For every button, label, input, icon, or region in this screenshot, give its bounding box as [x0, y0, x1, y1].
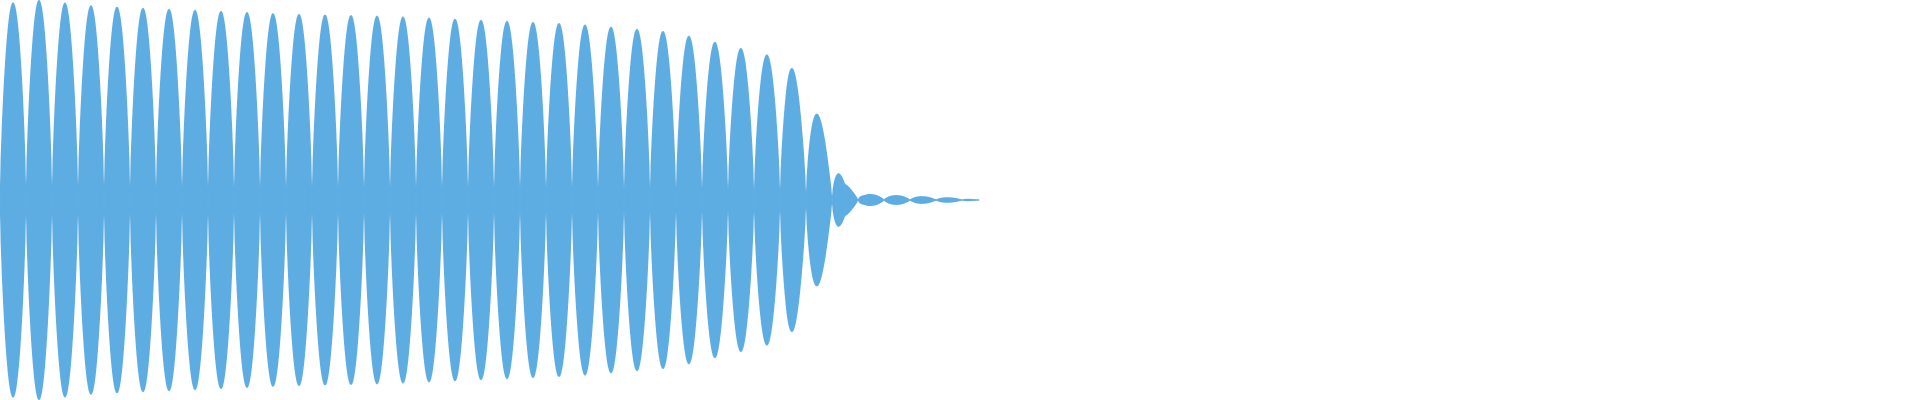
- waveform-shape-group: [0, 0, 980, 400]
